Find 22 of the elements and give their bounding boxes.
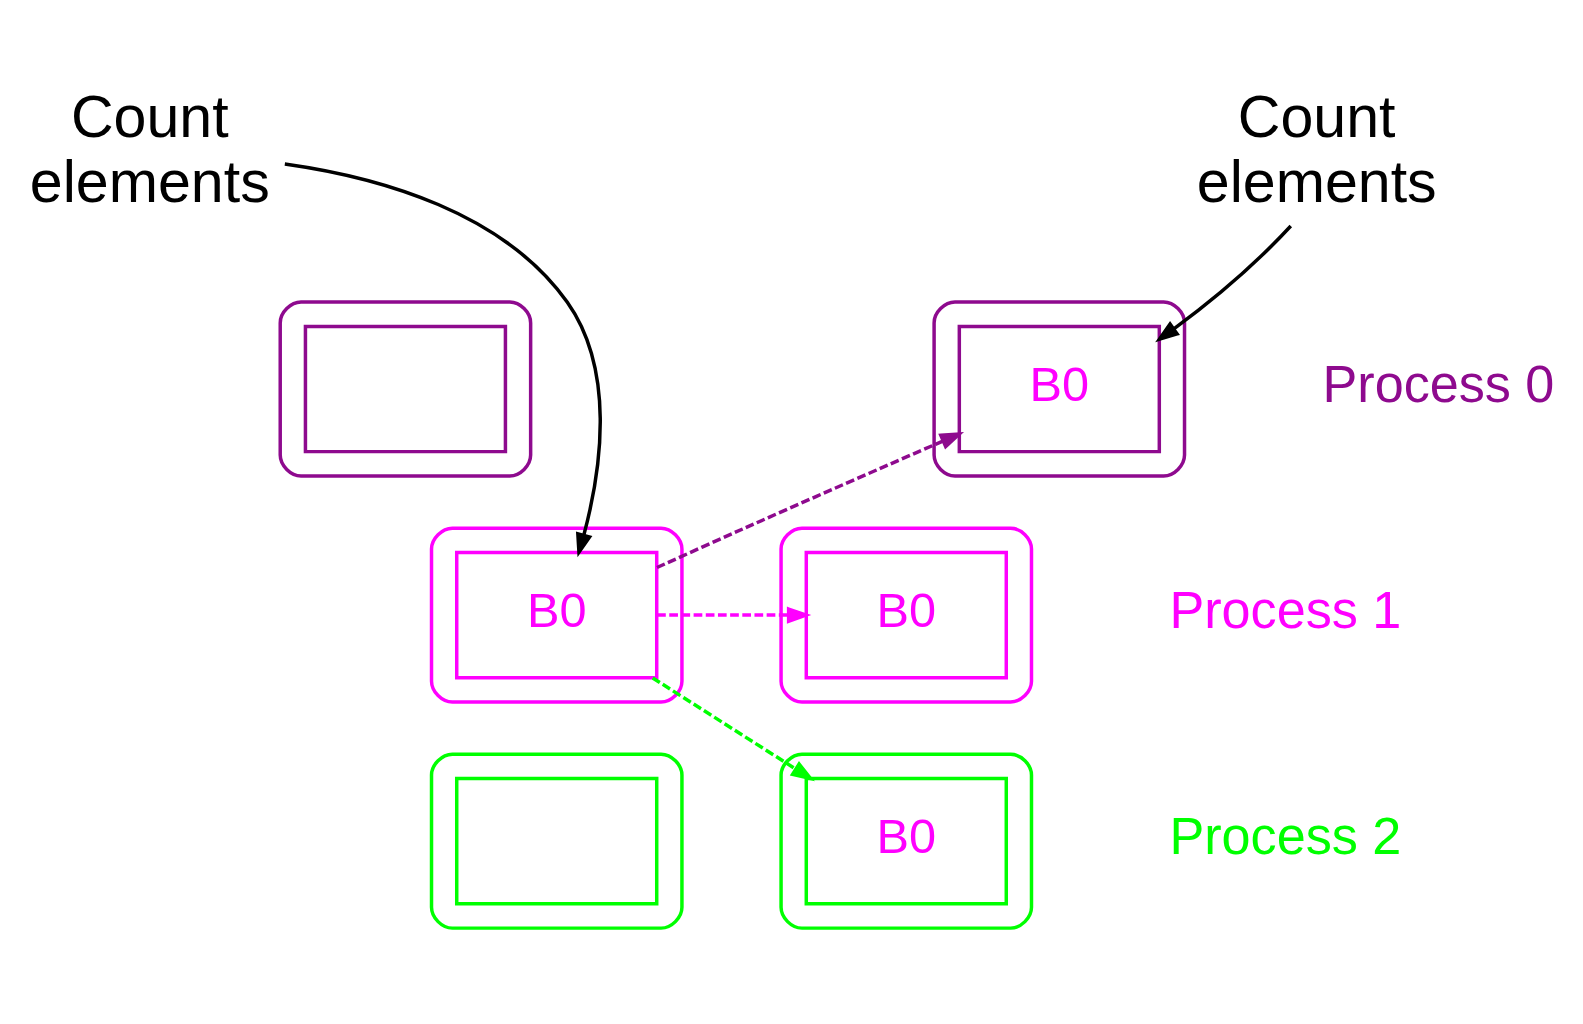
node-box: B0 (455, 550, 659, 679)
node-box: B0 (957, 324, 1162, 453)
arrow (284, 161, 602, 557)
node-box: B0 (804, 776, 1008, 905)
label: Process 1 (1169, 580, 1402, 639)
node-text: Count elements (1196, 82, 1437, 215)
arrow (656, 431, 965, 569)
arrow (651, 676, 815, 781)
cluster (932, 299, 1187, 478)
arrow (657, 606, 812, 624)
node-box: B0 (804, 550, 1008, 679)
cluster (278, 299, 533, 478)
label: Process 0 (1322, 354, 1555, 413)
arrow (1155, 224, 1293, 342)
cluster (429, 752, 684, 930)
label: Process 2 (1169, 806, 1402, 865)
cluster (779, 525, 1034, 704)
node-box (455, 776, 659, 905)
node-box (303, 324, 508, 453)
cluster (779, 752, 1034, 930)
cluster (429, 525, 684, 704)
node-text: Count elements (29, 82, 270, 215)
